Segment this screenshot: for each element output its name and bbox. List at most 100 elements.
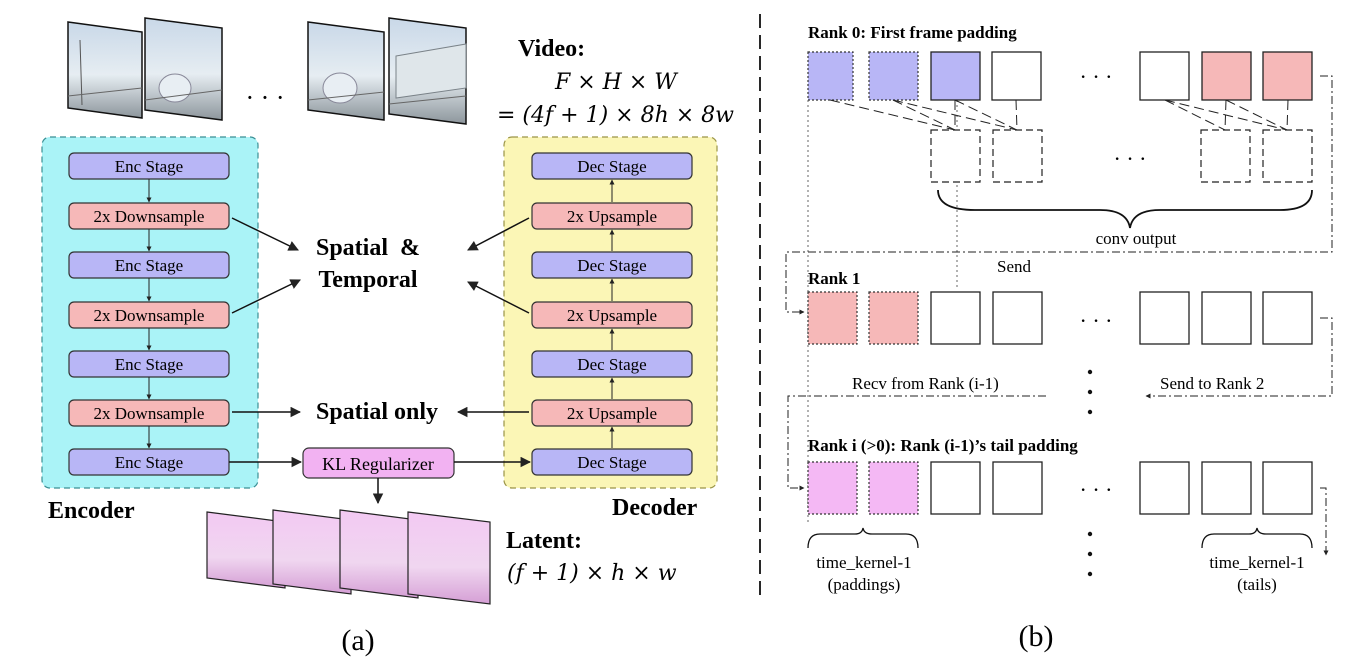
rank0-tail-frame	[1262, 51, 1313, 101]
rank0-tail-frame	[1201, 51, 1252, 101]
rank0-row: · · ·	[807, 51, 1313, 101]
latent-frame	[206, 511, 286, 589]
dec-stage-4-label: Dec Stage	[577, 453, 646, 472]
rank0-padding-frame	[807, 51, 854, 101]
ranki-ellipsis: · · ·	[1080, 477, 1113, 502]
send-path-ranki	[1320, 487, 1329, 556]
send-path-rank0	[785, 75, 1333, 315]
rank1-frame	[992, 291, 1043, 345]
conv-output-ellipsis: · · ·	[1114, 146, 1147, 171]
video-formula-line2: = (4f + 1) × 8h × 8w	[497, 103, 734, 128]
vertical-ellipsis-1	[1087, 369, 1093, 415]
spatial-temporal-label-1: Spatial &	[316, 235, 420, 261]
enc-stage-1-label: Enc Stage	[115, 157, 183, 176]
rank0-first-frame	[930, 51, 981, 101]
decoder-stack: Dec Stage 2x Upsample Dec Stage 2x Upsam…	[531, 152, 693, 476]
dec-upsample-3	[531, 399, 693, 427]
tails-label-2: (tails)	[1237, 575, 1277, 594]
recv-path	[787, 395, 1046, 491]
rank0-title: Rank 0: First frame padding	[808, 23, 1017, 42]
rank1-padding-frame	[807, 291, 858, 345]
rank1-padding-frame	[868, 291, 919, 345]
ranki-frame	[1139, 461, 1190, 515]
dec-upsample-3-label: 2x Upsample	[567, 404, 657, 423]
enc-stage-3-label: Enc Stage	[115, 355, 183, 374]
conv-output-brace	[937, 189, 1313, 229]
video-frame	[388, 17, 467, 125]
dec-stage-4	[531, 448, 693, 476]
encoder-label: Encoder	[48, 498, 135, 524]
video-frames: · · ·	[67, 17, 467, 125]
latent-frame	[339, 509, 419, 599]
send-to-rank2-label: Send to Rank 2	[1160, 374, 1264, 393]
ranki-padding-frame	[807, 461, 858, 515]
send-path-rank1	[1145, 317, 1333, 399]
video-frame	[67, 21, 143, 119]
latent-frames	[206, 509, 491, 605]
latent-frame	[407, 511, 491, 605]
rank0-padding-frame	[868, 51, 919, 101]
rank1-frame	[1139, 291, 1190, 345]
video-formula-line1: F × H × W	[554, 70, 679, 95]
enc-stage-4-label: Enc Stage	[115, 453, 183, 472]
ranki-frame	[930, 461, 981, 515]
paddings-label-2: (paddings)	[828, 575, 901, 594]
ranki-frame	[1262, 461, 1313, 515]
rank1-row: · · ·	[807, 291, 1313, 345]
conv-output-frame	[1200, 129, 1251, 183]
latent-frame	[272, 509, 352, 595]
tails-label-1: time_kernel-1	[1209, 553, 1304, 572]
conv-output-frame	[930, 129, 981, 183]
enc-downsample-2-label: 2x Downsample	[94, 306, 205, 325]
dec-stage-2-label: Dec Stage	[577, 256, 646, 275]
latent-formula: (f + 1) × h × w	[507, 561, 677, 586]
enc-downsample-3-label: 2x Downsample	[94, 404, 205, 423]
conv-kernel-lines	[829, 99, 1289, 131]
ranki-frame	[1201, 461, 1252, 515]
conv-output-row: · · ·	[930, 129, 1313, 183]
caption-a: (a)	[341, 624, 374, 657]
latent-title: Latent:	[506, 528, 582, 554]
frames-ellipsis: · · ·	[246, 83, 285, 112]
conv-output-frame	[992, 129, 1043, 183]
ranki-padding-frame	[868, 461, 919, 515]
encoder-stack: Enc Stage 2x Downsample Enc Stage 2x Dow…	[68, 152, 230, 476]
dec-stage-2	[531, 251, 693, 279]
video-title: Video:	[518, 36, 585, 62]
tails-brace	[1201, 527, 1313, 549]
paddings-label-1: time_kernel-1	[816, 553, 911, 572]
dec-upsample-1-label: 2x Upsample	[567, 207, 657, 226]
paddings-brace	[807, 527, 919, 549]
send-label: Send	[997, 257, 1032, 276]
enc-downsample-1-label: 2x Downsample	[94, 207, 205, 226]
vertical-ellipsis-2	[1087, 531, 1093, 577]
caption-b: (b)	[1019, 620, 1054, 653]
rank1-frame	[930, 291, 981, 345]
ranki-frame	[992, 461, 1043, 515]
dec-upsample-1	[531, 202, 693, 230]
dec-upsample-2-label: 2x Upsample	[567, 306, 657, 325]
ranki-row: · · ·	[807, 461, 1313, 515]
rank0-ellipsis: · · ·	[1080, 64, 1113, 89]
spatial-temporal-label-2: Temporal	[318, 267, 417, 293]
dec-stage-3	[531, 350, 693, 378]
recv-label: Recv from Rank (i-1)	[852, 374, 999, 393]
rank1-frame	[1201, 291, 1252, 345]
rank1-ellipsis: · · ·	[1080, 308, 1113, 333]
ranki-title: Rank i (>0): Rank (i-1)’s tail padding	[808, 436, 1078, 455]
rank1-frame	[1262, 291, 1313, 345]
dec-stage-1-label: Dec Stage	[577, 157, 646, 176]
panel-a: · · · Video: F × H × W = (4f + 1) × 8h ×…	[41, 17, 734, 657]
video-frame	[144, 17, 223, 121]
dec-stage-1	[531, 152, 693, 180]
video-frame	[307, 21, 385, 121]
conv-output-label: conv output	[1096, 229, 1177, 248]
panel-b: Rank 0: First frame padding · · ·	[785, 23, 1333, 653]
kl-regularizer-label: KL Regularizer	[322, 454, 434, 474]
rank0-frame	[1139, 51, 1190, 101]
conv-output-frame	[1262, 129, 1313, 183]
spatial-only-label: Spatial only	[316, 399, 438, 425]
rank0-frame	[991, 51, 1042, 101]
rank1-title: Rank 1	[808, 269, 860, 288]
